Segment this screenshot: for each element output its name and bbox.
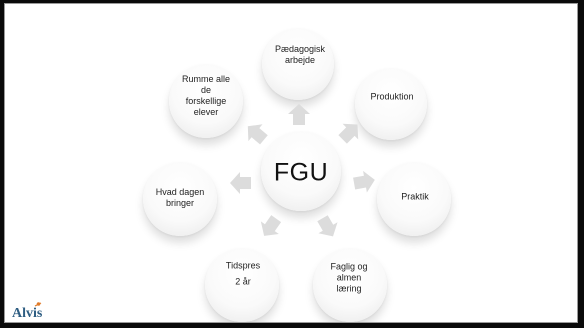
node-label-line: Tidspres	[225, 260, 261, 271]
node-label-line: Hvad dagen	[155, 187, 205, 197]
node-tidspres	[205, 248, 279, 322]
node-tidspres-label: Tidspres 2 år	[226, 261, 260, 288]
node-hvad-dagen-bringer-label: Hvad dagen bringer	[156, 187, 205, 209]
center-node	[261, 131, 341, 211]
arrow-to-hvad-dagen-bringer	[230, 172, 251, 194]
node-produktion-label: Produktion	[370, 92, 413, 103]
node-label-line: almen	[336, 272, 362, 283]
node-praktik-label: Praktik	[401, 192, 429, 203]
node-faglig-og-almen-laering	[313, 248, 387, 322]
arrow-to-tidspres	[255, 212, 286, 243]
node-label-line: Praktik	[401, 191, 429, 202]
node-label-line: læring	[336, 283, 362, 294]
node-rumme-alle-de-forskellige-elever	[169, 64, 243, 138]
slide: FGU Pædagogisk arbejde Produktion Prakti…	[4, 3, 578, 323]
node-label-line: forskellige	[185, 96, 227, 106]
svg-text:Alvis: Alvis	[12, 306, 43, 321]
node-label-line: Rumme alle	[181, 74, 231, 84]
center-label: FGU	[273, 158, 329, 187]
node-label-line: de	[200, 85, 212, 95]
alvis-logo: Alvis	[11, 301, 53, 321]
node-label-line: Pædagogisk	[274, 44, 326, 54]
arrow-to-faglig-og-almen-laering	[312, 212, 343, 242]
node-label-line: bringer	[165, 198, 195, 208]
alvis-logo-graphic: Alvis	[12, 302, 43, 321]
node-label-line: Faglig og	[330, 261, 368, 272]
node-label-line: 2 år	[235, 276, 251, 287]
node-hvad-dagen-bringer	[143, 162, 217, 236]
node-praktik	[377, 162, 451, 236]
node-label-line: elever	[193, 107, 219, 117]
arrow-to-paedagogisk-arbejde	[288, 104, 310, 125]
node-produktion	[355, 68, 427, 140]
arrow-to-praktik	[352, 169, 377, 195]
node-paedagogisk-arbejde-label: Pædagogisk arbejde	[275, 44, 325, 66]
arrow-to-produktion	[334, 116, 366, 148]
node-rumme-alle-de-forskellige-elever-label: Rumme alle de forskellige elever	[182, 74, 230, 118]
node-faglig-og-almen-laering-label: Faglig og almen læring	[330, 262, 367, 295]
node-label-line: Produktion	[370, 91, 414, 102]
node-paedagogisk-arbejde	[262, 28, 334, 100]
arrow-to-rumme-alle-de-forskellige-elever	[240, 117, 271, 149]
node-label-line: arbejde	[284, 55, 316, 65]
arrows-layer	[230, 104, 377, 243]
